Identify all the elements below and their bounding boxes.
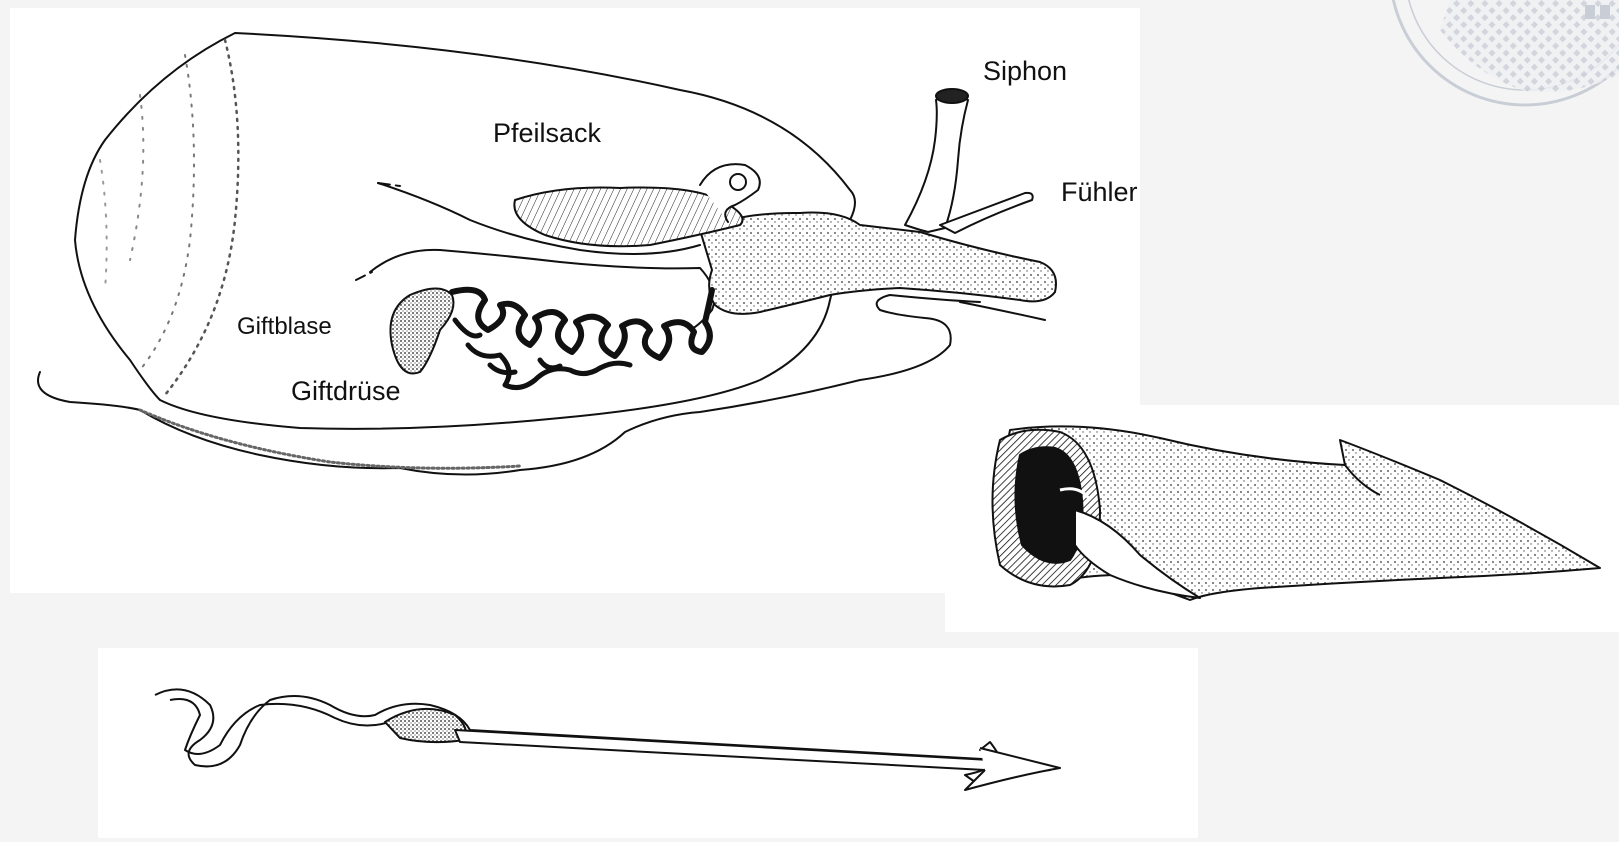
- label-giftdruese: Giftdrüse: [291, 376, 401, 407]
- label-siphon: Siphon: [983, 56, 1067, 87]
- label-pfeilsack: Pfeilsack: [493, 118, 601, 149]
- label-fuehler: Fühler: [1061, 177, 1138, 208]
- label-giftblase: Giftblase: [237, 313, 332, 341]
